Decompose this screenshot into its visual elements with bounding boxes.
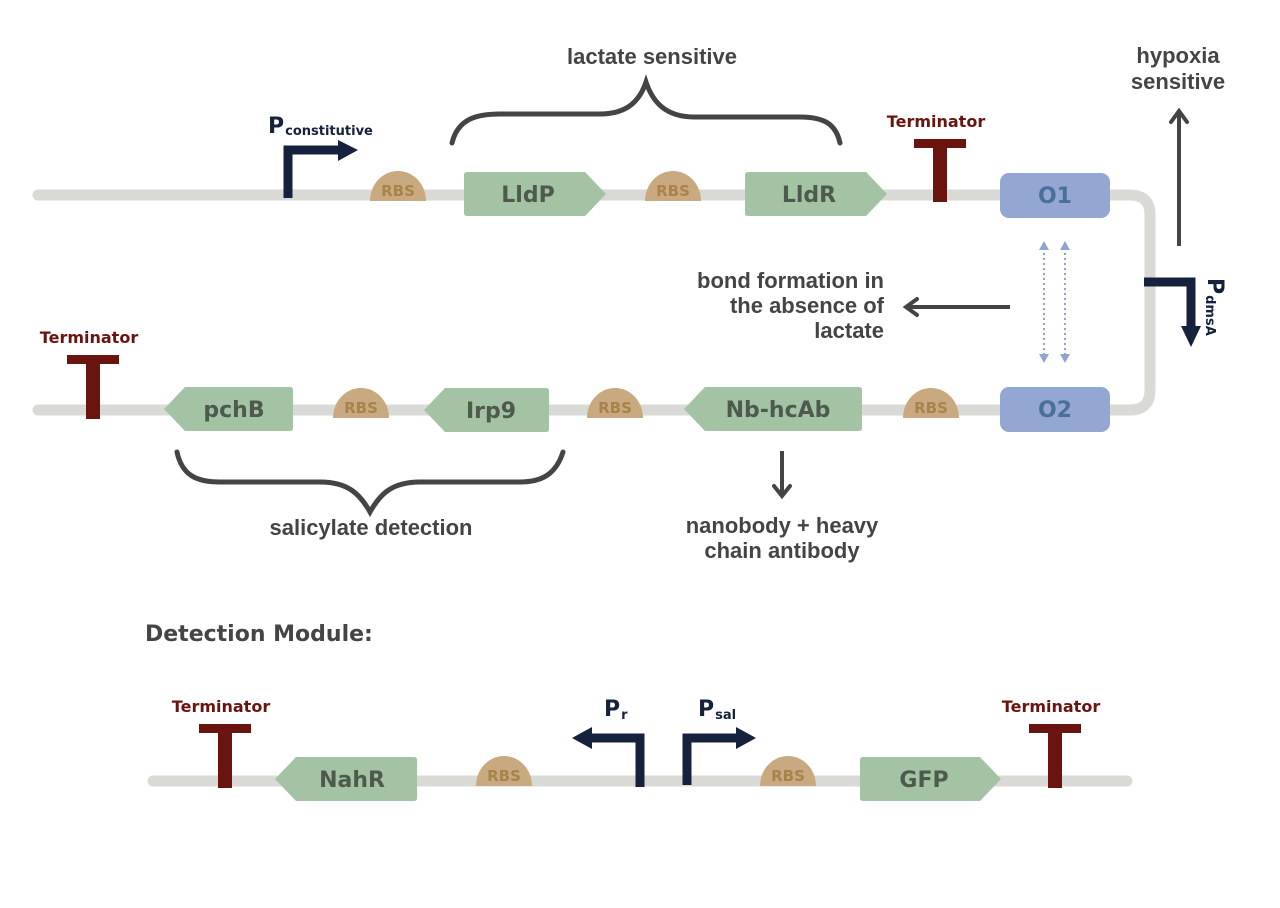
salicylate-detection-label: salicylate detection [270,515,473,540]
rbs-detection-left: RBS [476,756,532,786]
rbs-top-2: RBS [645,171,701,201]
rbs-top-1: RBS [370,171,426,201]
bond-formation-annotation: bond formation in the absence of lactate [697,268,1010,343]
rbs-label: RBS [598,399,632,417]
gene-label: LldR [782,183,836,208]
promoter-label: P [604,697,620,722]
rbs-label: RBS [487,767,521,785]
bond-label-line3: lactate [814,318,884,343]
hypoxia-label-line2: sensitive [1131,69,1225,94]
svg-text:Psal: Psal [698,697,736,723]
gene-irp9: Irp9 [424,388,549,432]
promoter-subscript: sal [715,708,736,723]
operator-o2: O2 [1000,387,1110,432]
salicylate-brace: salicylate detection [174,449,566,540]
rbs-label: RBS [914,399,948,417]
promoter-dmsa: PdmsA [1144,277,1227,347]
terminator-label: Terminator [887,112,986,131]
product-annotation: nanobody + heavy chain antibody [686,451,879,563]
promoter-arrow-icon [1144,277,1196,328]
rbs-label: RBS [656,182,690,200]
rbs-bottom-3: RBS [903,388,959,418]
hypoxia-annotation: hypoxia sensitive [1131,43,1225,246]
promoter-label: P [268,114,284,139]
terminator-label: Terminator [1002,697,1101,716]
operator-interaction-arrows [1039,241,1070,363]
gene-label: GFP [899,768,948,793]
product-label-line2: chain antibody [704,538,860,563]
promoter-label: P [1202,278,1227,294]
bond-label-line1: bond formation in [697,268,884,293]
terminator-detection-left: Terminator [172,697,271,788]
detection-module-title: Detection Module: [145,622,373,647]
promoter-arrow-icon [283,145,340,198]
operator-o1: O1 [1000,173,1110,218]
gene-nb-hcab: Nb-hcAb [684,387,862,431]
lactate-brace: lactate sensitive [449,44,843,146]
promoter-subscript: dmsA [1202,295,1217,336]
gene-nahr: NahR [275,757,417,801]
gene-label: Nb-hcAb [726,398,831,423]
rbs-label: RBS [771,767,805,785]
bond-label-line2: the absence of [730,293,885,318]
svg-text:PdmsA: PdmsA [1202,278,1227,336]
top-backbone [32,189,1156,416]
terminator-label: Terminator [40,328,139,347]
terminator-detection-right: Terminator [1002,697,1101,788]
rbs-detection-right: RBS [760,756,816,786]
promoter-label: P [698,697,714,722]
gene-label: LldP [501,183,554,208]
gene-label: NahR [319,768,385,793]
terminator-top: Terminator [887,112,986,202]
hypoxia-label-line1: hypoxia [1136,43,1220,68]
operator-label: O1 [1038,184,1072,209]
gene-gfp: GFP [860,757,1001,801]
gene-pchb: pchB [164,387,293,431]
promoter-arrow-icon [590,733,645,787]
gene-lldr: LldR [745,172,887,216]
terminator-label: Terminator [172,697,271,716]
product-label-line1: nanobody + heavy [686,513,879,538]
gene-label: Irp9 [466,399,516,424]
promoter-constitutive: Pconstitutive [268,114,373,198]
svg-text:Pr: Pr [604,697,628,723]
promoter-subscript: constitutive [285,124,373,139]
lactate-sensitive-label: lactate sensitive [567,44,737,69]
promoter-psal: Psal [682,697,756,785]
rbs-label: RBS [381,182,415,200]
svg-text:Pconstitutive: Pconstitutive [268,114,373,139]
terminator-bottom: Terminator [40,328,139,419]
promoter-pr: Pr [572,697,645,787]
gene-lldp: LldP [464,172,606,216]
promoter-subscript: r [621,708,628,723]
promoter-arrow-icon [682,733,738,785]
rbs-label: RBS [344,399,378,417]
gene-label: pchB [203,398,264,423]
rbs-bottom-2: RBS [587,388,643,418]
operator-label: O2 [1038,398,1072,423]
rbs-bottom-1: RBS [333,388,389,418]
